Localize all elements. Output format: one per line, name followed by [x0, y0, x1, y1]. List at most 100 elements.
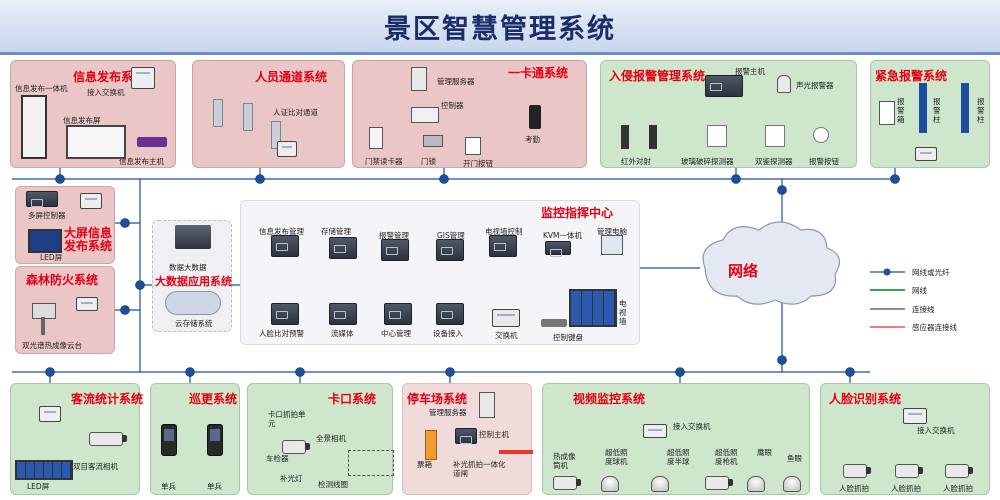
- center-bottom-label-3: 中心管理: [381, 329, 411, 338]
- glass-break-icon: [707, 125, 727, 147]
- card-label-2: 控制器: [441, 101, 464, 110]
- legend: 网线或光纤 网线 连接线 感应器连接线: [862, 262, 992, 337]
- binocular-camera-icon: [89, 432, 127, 446]
- kvm-icon: [545, 241, 571, 257]
- face-label-1: 人脸抓拍: [839, 484, 869, 493]
- switch-icon: [903, 408, 927, 424]
- monitoring-center-panel: 监控指挥中心 信息发布管理 存储管理 报警管理 GIS管理 电视墙控制 KVM一…: [240, 200, 640, 345]
- parking-label-3: 票箱: [417, 460, 432, 469]
- center-top-label-1: 信息发布管理: [259, 227, 304, 236]
- big-data-panel: 数据大数据 大数据应用系统 云存储系统: [152, 220, 232, 332]
- legend-cable: 网线: [912, 286, 927, 295]
- emergency-label-3: 报警柱: [977, 97, 985, 124]
- switch-icon: [643, 424, 667, 438]
- intrusion-label-5: 双鉴探测器: [755, 157, 793, 166]
- center-top-label-5: 电视墙控制: [485, 227, 523, 236]
- info-release-mgmt-icon: [271, 235, 299, 257]
- intrusion-label-3: 红外对射: [621, 157, 651, 166]
- title-bar: 景区智慧管理系统: [0, 0, 1000, 55]
- center-bottom-label-1: 人脸比对预警: [259, 329, 304, 338]
- patrol-title: 巡更系统: [189, 392, 238, 406]
- fisheye-icon: [783, 476, 801, 492]
- face-camera-icon: [945, 464, 973, 478]
- device-access-icon: [436, 303, 464, 325]
- detection-loop-icon: [348, 450, 394, 476]
- controller-icon: [411, 107, 439, 123]
- big-data-title: 大数据应用系统: [155, 275, 232, 288]
- parking-label-2: 控制主机: [479, 430, 509, 439]
- patrol-label-2: 单兵: [207, 482, 222, 491]
- bigscreen-label-1: 多屏控制器: [28, 211, 66, 220]
- alarm-pole-icon: [919, 83, 927, 133]
- video-label-5: 鹰眼: [757, 448, 772, 457]
- video-label-0: 接入交换机: [673, 422, 711, 431]
- storage-mgmt-icon: [329, 237, 357, 259]
- infrared-beam-icon: [621, 125, 629, 149]
- video-label-1: 热成像筒机: [553, 452, 576, 470]
- passenger-flow-panel: 客流统计系统 LED屏 双目客流相机: [10, 383, 143, 495]
- video-label-2: 超低照度球机: [605, 448, 628, 466]
- people-channel-panel: 人员通道系统 人证比对通道: [192, 60, 345, 168]
- big-screen-panel: 大屏信息发布系统 多屏控制器 LED屏: [15, 186, 115, 264]
- flow-label-2: 双目客流相机: [73, 462, 118, 471]
- people-channel-title: 人员通道系统: [255, 70, 328, 84]
- control-host-icon: [455, 428, 477, 444]
- alarm-pole-icon: [961, 83, 969, 133]
- checkpoint-title: 卡口系统: [328, 392, 377, 406]
- access-switch-icon: [131, 67, 155, 89]
- cloud-storage-label: 云存储系统: [175, 319, 213, 328]
- attendance-icon: [529, 105, 541, 129]
- center-bottom-label-2: 流媒体: [331, 329, 354, 338]
- emergency-panel: 紧急报警系统 报警箱 报警柱 报警柱: [870, 60, 990, 168]
- parking-title: 停车场系统: [407, 392, 468, 406]
- big-screen-title: 大屏信息发布系统: [64, 226, 113, 253]
- intrusion-label-6: 报警按钮: [809, 157, 839, 166]
- network-label: 网络: [728, 262, 759, 280]
- card-label-3: 门禁读卡器: [365, 157, 403, 166]
- parking-panel: 停车场系统 管理服务器 控制主机 票箱 补光抓拍一体化道闸: [402, 383, 533, 495]
- info-label-2: 接入交换机: [87, 88, 125, 97]
- emergency-label-1: 报警箱: [897, 97, 905, 124]
- card-title: 一卡通系统: [508, 66, 569, 80]
- eagle-eye-icon: [747, 476, 765, 492]
- center-top-label-3: 报警管理: [379, 231, 409, 240]
- forest-fire-title: 森林防火系统: [26, 273, 99, 287]
- flow-label-1: LED屏: [27, 482, 50, 491]
- card-label-4: 门锁: [421, 157, 436, 166]
- led-screen-icon: [15, 460, 73, 480]
- host-icon: [137, 137, 167, 147]
- center-mgmt-icon: [384, 303, 412, 325]
- center-bottom-label-4: 设备接入: [433, 329, 463, 338]
- keyboard-icon: [541, 319, 567, 327]
- infrared-beam-icon: [649, 125, 657, 149]
- face-camera-icon: [843, 464, 871, 478]
- face-camera-icon: [895, 464, 923, 478]
- center-top-label-2: 存储管理: [321, 227, 351, 236]
- emergency-label-2: 报警柱: [933, 97, 941, 124]
- patrol-panel: 巡更系统 单兵 单兵: [150, 383, 240, 495]
- intrusion-label-1: 报警主机: [735, 67, 765, 76]
- dual-detector-icon: [765, 125, 785, 147]
- video-label-3: 超低照度半球: [667, 448, 690, 466]
- led-screen-icon: [28, 229, 62, 253]
- gis-mgmt-icon: [436, 239, 464, 261]
- streaming-icon: [329, 303, 357, 325]
- kiosk-icon: [21, 95, 47, 159]
- mini-dome-icon: [651, 476, 669, 492]
- checkpoint-label-4: 补光灯: [280, 474, 303, 483]
- checkpoint-label-5: 检测线圈: [318, 480, 348, 489]
- switch-icon: [80, 193, 102, 209]
- face-recognition-panel: 人脸识别系统 接入交换机 人脸抓拍 人脸抓拍 人脸抓拍: [820, 383, 990, 495]
- center-bottom-label-5: 交换机: [495, 331, 518, 340]
- center-top-label-6: KVM一体机: [543, 231, 583, 240]
- video-label-6: 鱼眼: [787, 454, 802, 463]
- multi-screen-controller-icon: [26, 191, 58, 207]
- turnstile-icon: [213, 99, 223, 127]
- turnstile-icon: [243, 103, 253, 131]
- alarm-box-icon: [879, 101, 895, 125]
- patrol-label-1: 单兵: [161, 482, 176, 491]
- switch-icon: [39, 406, 61, 422]
- info-label-4: 信息发布主机: [119, 157, 164, 166]
- handheld-icon: [207, 424, 223, 456]
- ptz-dome-icon: [601, 476, 619, 492]
